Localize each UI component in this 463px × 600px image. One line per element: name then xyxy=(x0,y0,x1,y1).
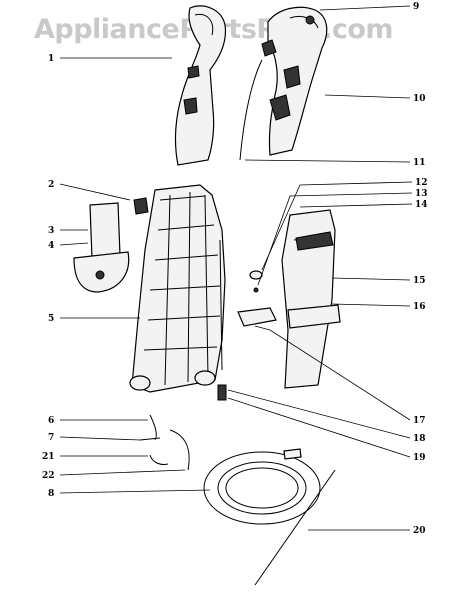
callout-8: 8 xyxy=(48,489,54,499)
callout-14: 14 xyxy=(415,200,428,210)
part-main-body xyxy=(129,184,226,393)
callout-21: 21 xyxy=(42,452,55,462)
callout-18: 18 xyxy=(413,434,426,444)
part-handle-body xyxy=(261,6,328,156)
callout-11: 11 xyxy=(413,158,426,168)
callout-1: 1 xyxy=(48,54,54,64)
callout-13: 13 xyxy=(415,189,428,199)
callout-7: 7 xyxy=(48,433,54,443)
part-handle-grip xyxy=(174,5,227,166)
part-plate xyxy=(237,270,277,327)
callout-22: 22 xyxy=(42,471,55,481)
callout-5: 5 xyxy=(48,314,54,324)
part-cord-rod xyxy=(239,59,263,161)
part-rear-panel xyxy=(281,209,341,389)
part-rod xyxy=(219,239,223,371)
callout-10: 10 xyxy=(413,94,426,104)
part-bracket xyxy=(73,202,130,293)
callout-19: 19 xyxy=(413,453,426,463)
callout-17: 17 xyxy=(413,416,426,426)
part-wires xyxy=(139,414,190,471)
callout-15: 15 xyxy=(413,276,426,286)
callout-9: 9 xyxy=(413,2,419,12)
callout-3: 3 xyxy=(48,226,54,236)
part-spring xyxy=(217,384,227,401)
callout-16: 16 xyxy=(413,302,426,312)
callout-20: 20 xyxy=(413,526,426,536)
callout-12: 12 xyxy=(415,178,428,188)
part-belt xyxy=(203,448,321,525)
callout-4: 4 xyxy=(48,241,54,251)
leader-lines xyxy=(59,5,413,531)
part-clip xyxy=(133,197,149,215)
callout-2: 2 xyxy=(48,180,54,190)
part-brush-line xyxy=(254,469,336,586)
callout-6: 6 xyxy=(48,416,54,426)
callout-labels: 1 9 10 11 2 12 13 14 3 4 15 16 5 17 18 1… xyxy=(42,2,428,536)
